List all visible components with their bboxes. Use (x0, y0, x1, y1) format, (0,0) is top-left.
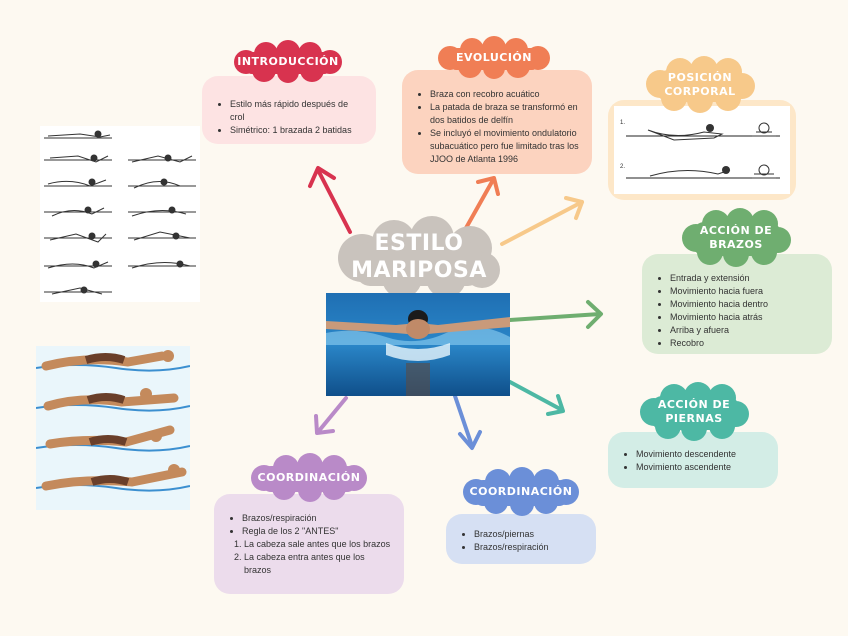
coordinacion-purple-sublist: La cabeza sale antes que los brazos La c… (226, 538, 392, 577)
central-title-line1: ESTILO (374, 230, 464, 256)
posicion-title-line2: CORPORAL (664, 85, 736, 98)
brazos-title-line2: BRAZOS (709, 238, 763, 251)
piernas-title: ACCIÓN DE PIERNAS (638, 384, 750, 440)
coordinacion-blue-box: Brazos/piernas Brazos/respiración (446, 514, 596, 564)
swimmer-photo (326, 293, 510, 396)
list-item: Simétrico: 1 brazada 2 batidas (230, 124, 364, 137)
coordinacion-purple-cloud (251, 453, 367, 502)
brazos-title-line1: ACCIÓN DE (699, 224, 773, 238)
list-item: Brazos/respiración (242, 512, 392, 525)
arrow-coordinacion-purple (314, 396, 348, 435)
list-item: La cabeza sale antes que los brazos (244, 538, 392, 551)
list-item: Braza con recobro acuático (430, 88, 580, 101)
coordinacion-blue-title: COORDINACIÓN (469, 485, 573, 499)
list-item: La patada de braza se transformó en dos … (430, 101, 580, 127)
brazos-list: Entrada y extensión Movimiento hacia fue… (654, 272, 820, 350)
introduccion-list: Estilo más rápido después de crol Simétr… (214, 98, 364, 137)
introduccion-cloud (234, 40, 342, 83)
posicion-title-line1: POSICIÓN (667, 71, 733, 85)
arrow-piernas (508, 380, 565, 416)
list-item: Brazos/piernas (474, 528, 584, 541)
posicion-box: 1. 2. (608, 100, 796, 200)
list-item: La cabeza entra antes que los brazos (244, 551, 392, 577)
coordinacion-purple-list: Brazos/respiración Regla de los 2 "ANTES… (226, 512, 392, 538)
swimmer-drawings-illustration (36, 346, 190, 510)
list-item: Entrada y extensión (670, 272, 820, 285)
brazos-title: ACCIÓN DE BRAZOS (680, 210, 792, 266)
piernas-title-line1: ACCIÓN DE (657, 398, 731, 412)
evolucion-cloud (438, 36, 550, 79)
piernas-list: Movimiento descendente Movimiento ascend… (620, 448, 766, 474)
stroke-sequence-illustration (40, 126, 200, 302)
brazos-box: Entrada y extensión Movimiento hacia fue… (642, 254, 832, 354)
list-item: Movimiento hacia dentro (670, 298, 820, 311)
introduccion-box: Estilo más rápido después de crol Simétr… (202, 76, 376, 144)
list-item: Movimiento hacia atrás (670, 311, 820, 324)
posicion-title: POSICIÓN CORPORAL (644, 58, 756, 112)
coordinacion-purple-box: Brazos/respiración Regla de los 2 "ANTES… (214, 494, 404, 594)
posicion-cloud (646, 56, 755, 113)
svg-text:1.: 1. (620, 120, 625, 126)
arrow-evolucion (464, 176, 500, 230)
coordinacion-purple-title: COORDINACIÓN (257, 471, 361, 485)
coordinacion-blue-list: Brazos/piernas Brazos/respiración (458, 528, 584, 554)
coordinacion-blue-cloud (463, 467, 579, 516)
list-item: Movimiento hacia fuera (670, 285, 820, 298)
svg-text:2.: 2. (620, 164, 625, 170)
piernas-title-line2: PIERNAS (665, 412, 723, 425)
evolucion-box: Braza con recobro acuático La patada de … (402, 70, 592, 174)
evolucion-list: Braza con recobro acuático La patada de … (414, 88, 580, 166)
list-item: Movimiento descendente (636, 448, 766, 461)
central-cloud (338, 216, 500, 298)
arrow-introduccion (308, 166, 352, 234)
evolucion-title: EVOLUCIÓN (456, 51, 532, 65)
brazos-cloud (682, 208, 791, 267)
list-item: Regla de los 2 "ANTES" (242, 525, 392, 538)
piernas-cloud (640, 382, 749, 441)
body-position-illustration: 1. 2. (614, 106, 790, 194)
arrow-posicion (500, 196, 584, 246)
central-title: ESTILO MARIPOSA (336, 226, 502, 288)
list-item: Brazos/respiración (474, 541, 584, 554)
arrow-coordinacion-blue (453, 394, 482, 450)
list-item: Movimiento ascendente (636, 461, 766, 474)
list-item: Recobro (670, 337, 820, 350)
piernas-box: Movimiento descendente Movimiento ascend… (608, 432, 778, 488)
list-item: Arriba y afuera (670, 324, 820, 337)
list-item: Estilo más rápido después de crol (230, 98, 364, 124)
central-title-line2: MARIPOSA (351, 258, 487, 283)
list-item: Se incluyó el movimiento ondulatorio sub… (430, 127, 580, 166)
introduccion-title: INTRODUCCIÓN (237, 55, 339, 69)
arrow-brazos (508, 300, 603, 329)
